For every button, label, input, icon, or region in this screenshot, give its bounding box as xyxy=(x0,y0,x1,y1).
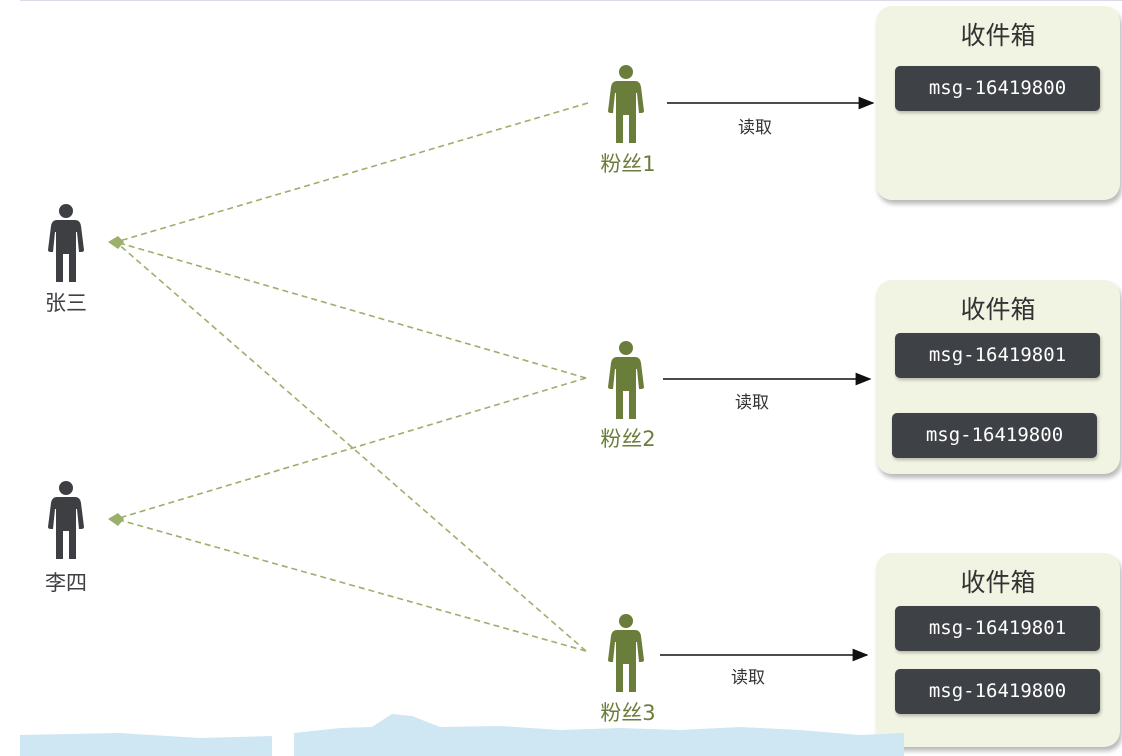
fan-name-2: 粉丝2 xyxy=(600,427,656,451)
person-icon xyxy=(608,65,644,143)
message-item: msg-16419800 xyxy=(892,413,1097,458)
message-item: msg-16419800 xyxy=(895,66,1100,111)
person-icon xyxy=(48,204,84,282)
fan-figure-3 xyxy=(606,614,646,694)
read-label-2: 读取 xyxy=(735,393,769,413)
read-label-1: 读取 xyxy=(738,118,772,138)
inbox-title: 收件箱 xyxy=(960,21,1036,50)
inbox-title: 收件箱 xyxy=(960,295,1036,324)
inbox-title: 收件箱 xyxy=(960,568,1036,597)
follow-link-fan1-author1 xyxy=(115,102,589,243)
inbox-3: 收件箱 msg-16419801 msg-16419800 xyxy=(876,553,1120,747)
fan-name-3: 粉丝3 xyxy=(600,701,656,725)
follow-link-fan2-author2 xyxy=(115,377,587,520)
read-label-3: 读取 xyxy=(731,668,765,688)
author-name-1: 张三 xyxy=(45,291,87,315)
inbox-2: 收件箱 msg-16419801 msg-16419800 xyxy=(876,280,1120,474)
person-icon xyxy=(608,614,644,692)
follow-link-head-author1 xyxy=(108,236,124,249)
message-item: msg-16419800 xyxy=(895,669,1100,714)
fan-figure-2 xyxy=(606,341,646,421)
author-figure-1 xyxy=(46,204,86,284)
message-item: msg-16419801 xyxy=(895,333,1100,378)
person-icon xyxy=(48,481,84,559)
follow-link-fan3-author2 xyxy=(115,518,587,652)
fan-name-1: 粉丝1 xyxy=(600,152,656,176)
person-icon xyxy=(608,341,644,419)
follow-link-fan2-author1 xyxy=(115,241,587,379)
message-item: msg-16419801 xyxy=(895,606,1100,651)
top-divider xyxy=(20,0,1122,1)
author-figure-2 xyxy=(46,481,86,561)
inbox-1: 收件箱 msg-16419800 xyxy=(876,6,1120,200)
follow-link-fan3-author1 xyxy=(115,241,587,652)
follow-link-head-author2 xyxy=(108,513,124,526)
author-name-2: 李四 xyxy=(45,571,87,595)
fan-figure-1 xyxy=(606,65,646,145)
